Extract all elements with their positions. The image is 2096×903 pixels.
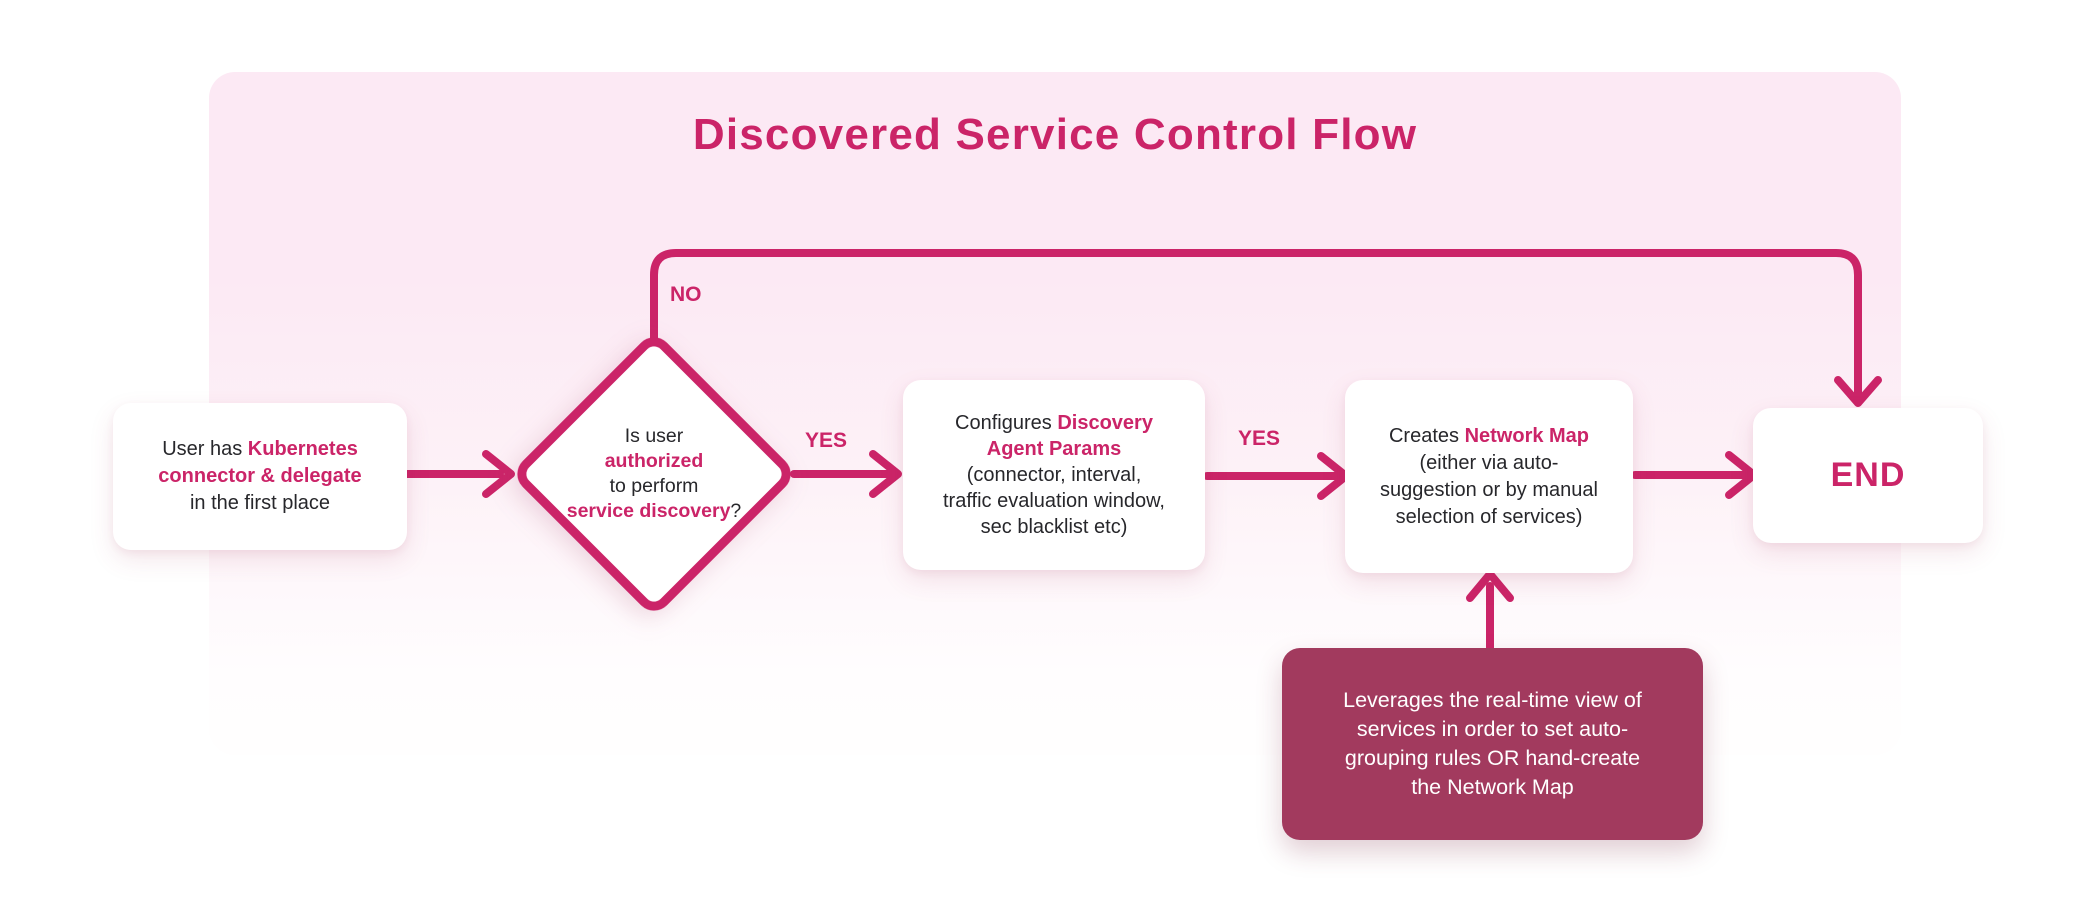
decision-node-text-accent: service discovery (566, 500, 731, 522)
start-to-decision-arrowhead-icon (482, 450, 515, 498)
configure-params-node: Configures Discovery Agent Params (conne… (903, 380, 1205, 570)
text-line: Leverages the real-time view of (1343, 688, 1642, 712)
text-line: service discovery? (567, 499, 742, 524)
text-line: services in order to set auto- (1356, 717, 1629, 741)
no-loop-connector (650, 249, 1862, 400)
text-line: (either via auto- (1419, 451, 1559, 474)
text-line: the Network Map (1411, 775, 1574, 799)
decision-to-configure-arrowhead-icon (869, 450, 902, 498)
end-node-label: END (1830, 456, 1906, 494)
yes-edge-label-2: YES (1237, 427, 1281, 450)
text-line: Agent Params (986, 438, 1122, 460)
text-line: Creates Network Map (1389, 423, 1589, 450)
create-node-text-accent: Network Map (1464, 424, 1590, 447)
start-node-text: User has (162, 438, 248, 460)
text-line: to perform (609, 475, 699, 497)
configure-node-text-accent: Discovery (1057, 412, 1153, 434)
end-node: END (1753, 408, 1983, 543)
text-line: grouping rules OR hand-create (1344, 746, 1641, 770)
start-node-text-accent: Kubernetes (247, 438, 358, 460)
diagram-title: Discovered Service Control Flow (692, 110, 1418, 159)
text-line: suggestion or by manual (1380, 478, 1598, 501)
no-loop-arrowhead-icon (1834, 376, 1882, 407)
decision-node-text: Is user authorized to perform service di… (544, 404, 764, 544)
text-line: Configures Discovery (955, 410, 1153, 436)
yes-edge-label-1: YES (804, 429, 848, 452)
text-line: Is user (624, 425, 684, 447)
text-line: (connector, interval, (966, 464, 1142, 486)
text-line: selection of services) (1395, 505, 1583, 528)
create-network-map-node: Creates Network Map (either via auto- su… (1345, 380, 1633, 573)
decision-node-text: ? (730, 500, 742, 522)
start-node: User has Kubernetes connector & delegate… (113, 403, 407, 550)
text-line: in the first place (189, 492, 331, 514)
text-line: traffic evaluation window, (943, 490, 1165, 512)
no-edge-label: NO (670, 283, 702, 306)
text-line: connector & delegate (158, 465, 362, 487)
configure-node-text: Configures (955, 412, 1058, 434)
decision-diamond (517, 337, 791, 611)
text-line: authorized (604, 450, 704, 472)
note-box: Leverages the real-time view of services… (1282, 648, 1703, 840)
create-node-text: Creates (1388, 424, 1465, 447)
note-to-create-arrowhead-icon (1466, 570, 1514, 602)
text-line: User has Kubernetes (162, 436, 358, 463)
text-line: sec blacklist etc) (980, 516, 1128, 538)
